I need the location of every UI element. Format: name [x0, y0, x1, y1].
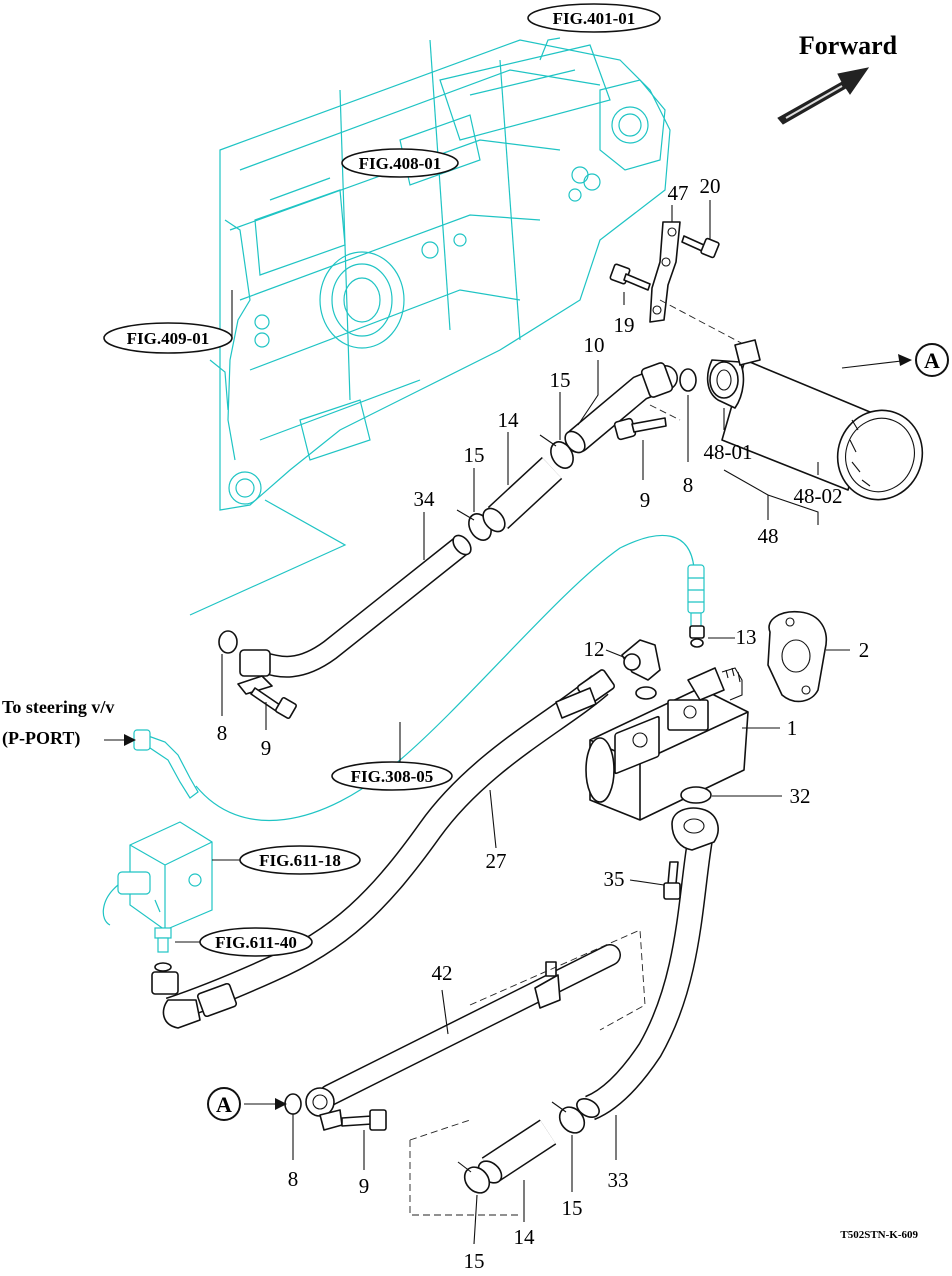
part-label-35: 35 [604, 867, 625, 891]
hose-27 [151, 669, 616, 1029]
part-label-48-02: 48-02 [794, 484, 843, 508]
svg-text:FIG.401-01: FIG.401-01 [553, 9, 636, 28]
hose-14-lower [477, 1119, 557, 1184]
drawing-code: T502STN-K-609 [840, 1229, 918, 1241]
part-label-15-a: 15 [550, 368, 571, 392]
bolt-9-mid [250, 687, 297, 719]
fig-ref-401-01[interactable]: FIG.401-01 [527, 3, 661, 33]
steering-valve-fitting [133, 729, 199, 799]
bolt-9-top [613, 417, 667, 441]
o-ring-8-bottom [284, 1093, 302, 1115]
svg-text:FIG.611-18: FIG.611-18 [259, 851, 341, 870]
housing-leader [189, 499, 347, 616]
part-label-9-b: 9 [261, 736, 272, 760]
pipe-33 [576, 807, 719, 1121]
transmission-housing-outline [209, 37, 671, 511]
elbow-fitting-12 [621, 639, 661, 700]
part-label-20: 20 [700, 174, 721, 198]
pipe-42 [305, 944, 621, 1131]
bolt-35 [663, 861, 681, 900]
bolt-20 [681, 235, 720, 259]
part-label-15-d: 15 [464, 1249, 485, 1273]
pipe-34 [237, 534, 472, 695]
part-label-8-a: 8 [683, 473, 694, 497]
svg-text:FIG.409-01: FIG.409-01 [127, 329, 210, 348]
bracket-47 [649, 221, 681, 323]
valve-block [102, 821, 213, 953]
part-label-48: 48 [758, 524, 779, 548]
connector-a-bottom: A [207, 1087, 287, 1121]
part-label-34: 34 [414, 487, 436, 511]
part-number-labels: 47 20 19 10 15 14 15 9 8 48-01 48-02 48 … [217, 174, 870, 1273]
part-label-27: 27 [486, 849, 507, 873]
part-label-15-b: 15 [464, 443, 485, 467]
hose-clamp-15-lower [457, 1101, 586, 1194]
pipe-10 [564, 362, 678, 454]
o-ring-32 [680, 786, 712, 804]
part-label-42: 42 [432, 961, 453, 985]
part-label-8-b: 8 [217, 721, 228, 745]
part-label-48-01: 48-01 [704, 440, 753, 464]
part-label-13: 13 [736, 625, 757, 649]
part-label-14-a: 14 [498, 408, 520, 432]
part-label-10: 10 [584, 333, 605, 357]
part-label-14-b: 14 [514, 1225, 536, 1249]
fig-ref-409-01[interactable]: FIG.409-01 [103, 322, 233, 354]
svg-text:FIG.611-40: FIG.611-40 [215, 933, 297, 952]
hose-14-upper [482, 456, 563, 533]
part-label-1: 1 [787, 716, 798, 740]
steering-line-fitting [687, 564, 705, 614]
leader-lines [175, 200, 850, 1245]
part-label-32: 32 [790, 784, 811, 808]
forward-label: Forward [799, 31, 898, 60]
bolt-9-bottom [341, 1109, 387, 1131]
part-label-19: 19 [614, 313, 635, 337]
fitting-13 [689, 625, 705, 648]
o-ring-8-mid [218, 630, 238, 654]
fig-ref-611-40[interactable]: FIG.611-40 [199, 927, 313, 957]
part-label-15-c: 15 [562, 1196, 583, 1220]
svg-text:FIG.308-05: FIG.308-05 [351, 767, 434, 786]
steering-note-line2: (P-PORT) [2, 728, 80, 749]
steering-note-arrow [104, 734, 136, 746]
fig-ref-408-01[interactable]: FIG.408-01 [341, 148, 459, 178]
steering-note-line1: To steering v/v [2, 697, 114, 717]
fig-ref-611-18[interactable]: FIG.611-18 [239, 845, 361, 875]
steering-line [195, 534, 695, 822]
svg-text:A: A [216, 1092, 232, 1117]
part-label-33: 33 [608, 1168, 629, 1192]
part-label-8-c: 8 [288, 1167, 299, 1191]
connector-a-top: A [841, 343, 949, 377]
fig-ref-308-05[interactable]: FIG.308-05 [331, 761, 453, 791]
part-label-12: 12 [584, 637, 605, 661]
part-label-2: 2 [859, 638, 870, 662]
o-ring-8-top [679, 368, 697, 392]
svg-text:A: A [924, 348, 940, 373]
forward-arrow-icon [777, 67, 870, 125]
part-label-47: 47 [668, 181, 689, 205]
part-label-9-a: 9 [640, 488, 651, 512]
oil-filter-48 [706, 339, 924, 501]
hydraulic-pump-1 [585, 667, 749, 821]
gasket-2 [767, 610, 827, 703]
svg-text:FIG.408-01: FIG.408-01 [359, 154, 442, 173]
bolt-19 [609, 263, 651, 291]
part-label-9-c: 9 [359, 1174, 370, 1198]
